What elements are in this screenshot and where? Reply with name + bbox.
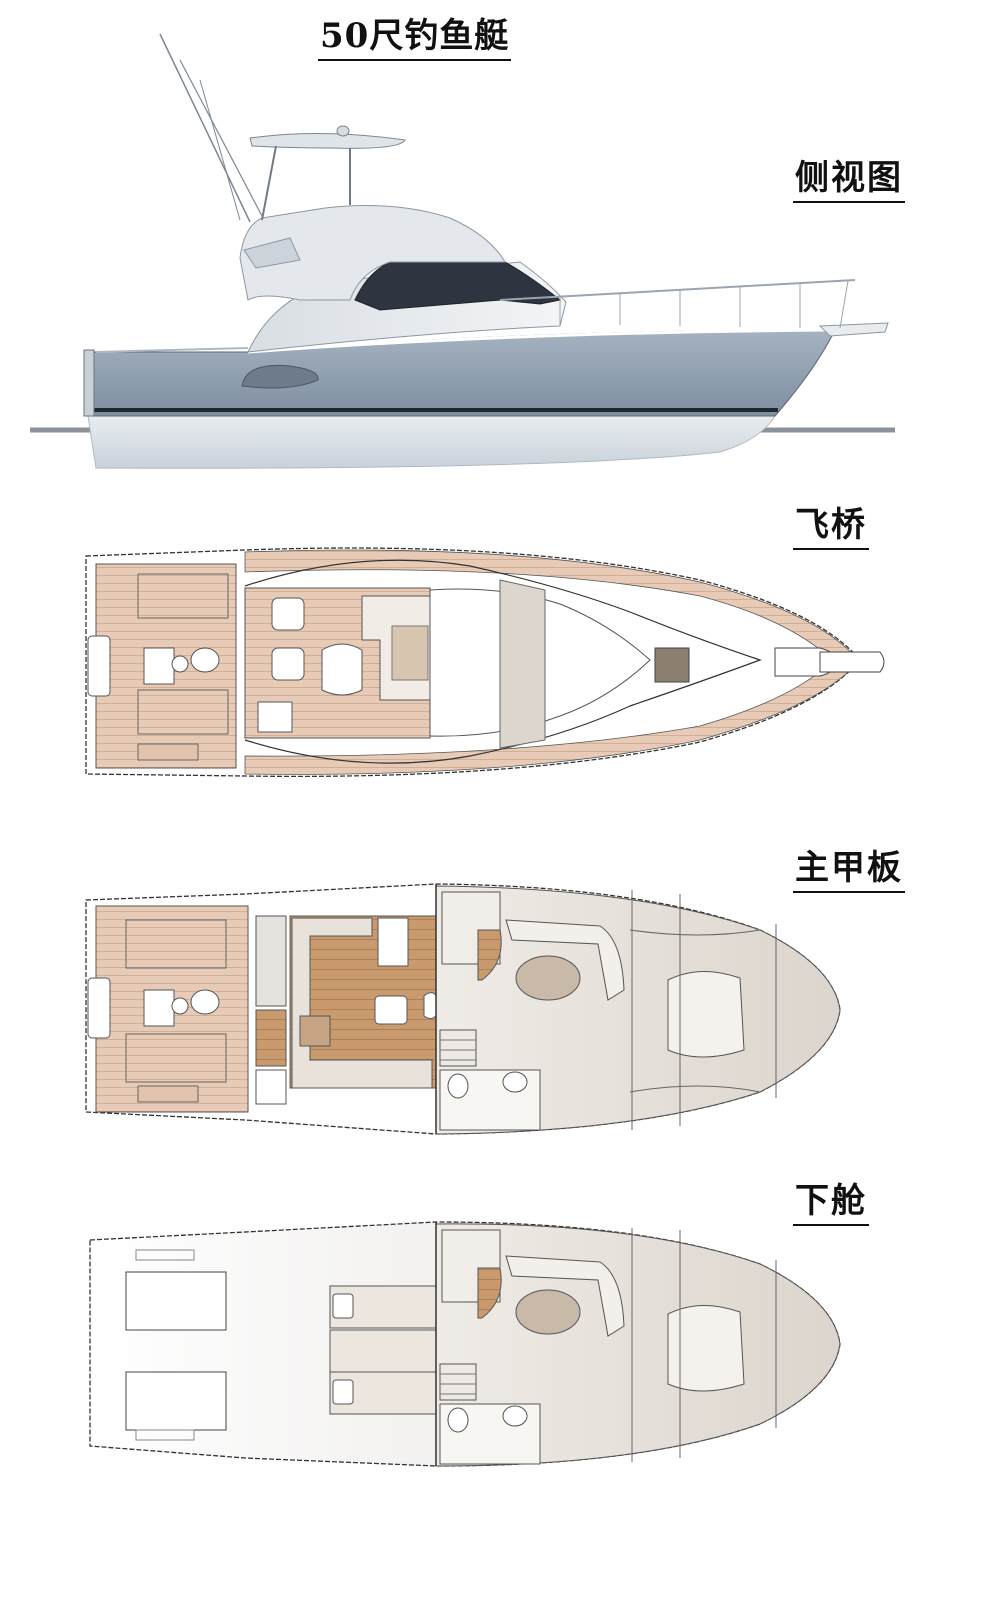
side-view-drawing bbox=[30, 33, 895, 469]
label-lower-deck: 下舱 bbox=[793, 1173, 869, 1226]
main-deck-plan bbox=[85, 883, 841, 1135]
label-side-view: 侧视图 bbox=[793, 150, 905, 203]
flybridge-plan bbox=[85, 547, 885, 778]
label-flybridge: 飞桥 bbox=[793, 497, 869, 550]
lower-deck-plan bbox=[89, 1221, 841, 1467]
page-title: 50尺钓鱼艇 bbox=[318, 8, 512, 61]
fighting-chair bbox=[143, 647, 220, 685]
label-main-deck: 主甲板 bbox=[793, 840, 905, 893]
